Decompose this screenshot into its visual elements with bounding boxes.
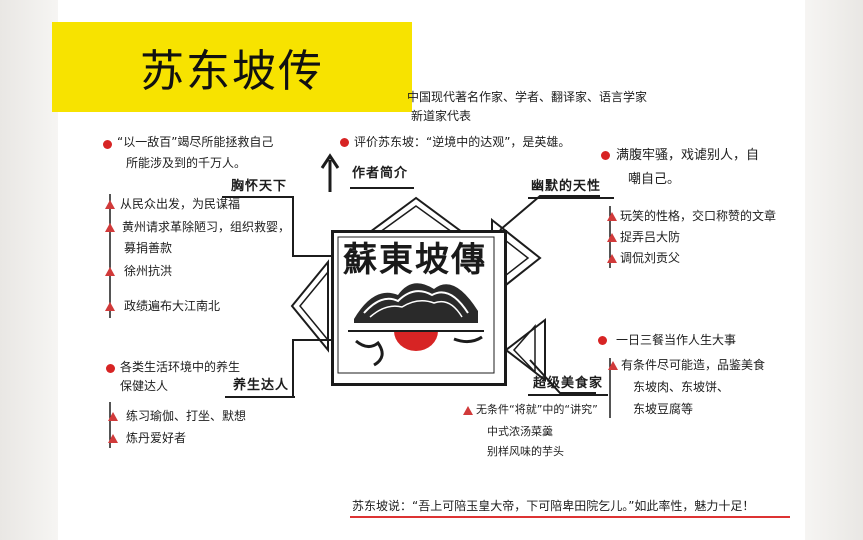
food-item: 东坡豆腐等 bbox=[633, 402, 694, 416]
branch-label-concern: 胸怀天下 bbox=[231, 179, 288, 194]
bullet-triangle-icon bbox=[108, 412, 118, 421]
food-item: 别样风味的芋头 bbox=[487, 445, 564, 458]
food-item: 无条件“将就”中的“讲究” bbox=[476, 403, 598, 416]
humor-lead: 嘲自己。 bbox=[628, 172, 681, 187]
page-title: 苏东坡传 bbox=[140, 46, 324, 97]
bullet-dot-icon bbox=[601, 151, 610, 160]
branch-underline-food bbox=[528, 394, 608, 396]
intro-item: 评价苏东坡：“逆境中的达观”，是英雄。 bbox=[354, 135, 571, 149]
bullet-triangle-icon bbox=[105, 223, 115, 232]
bullet-triangle-icon bbox=[105, 267, 115, 276]
branch-underline-intro bbox=[350, 187, 414, 189]
concern-item: 徐州抗洪 bbox=[124, 264, 173, 278]
concern-item: 黄州请求革除陋习，组织救婴， bbox=[122, 220, 291, 234]
food-lead: 一日三餐当作人生大事 bbox=[616, 333, 737, 347]
intro-item: 新道家代表 bbox=[411, 109, 472, 123]
food-item: 中式浓汤菜羹 bbox=[487, 425, 553, 438]
branch-label-food: 超级美食家 bbox=[533, 376, 604, 391]
bullet-dot-icon bbox=[103, 140, 112, 149]
branch-label-health: 养生达人 bbox=[233, 378, 290, 393]
concern-lead: 所能涉及到的千万人。 bbox=[126, 156, 247, 170]
branch-label-humor: 幽默的天性 bbox=[531, 179, 602, 194]
concern-item: 政绩遍布大江南北 bbox=[124, 299, 221, 313]
branch-underline-humor bbox=[528, 197, 614, 199]
humor-item: 捉弄吕大防 bbox=[620, 230, 681, 244]
concern-item: 募捐善款 bbox=[124, 241, 173, 255]
health-lead: 各类生活环境中的养生 bbox=[120, 360, 241, 374]
bullet-triangle-icon bbox=[607, 212, 617, 221]
bullet-dot-icon bbox=[598, 336, 607, 345]
bullet-triangle-icon bbox=[608, 361, 618, 370]
bullet-dot-icon bbox=[106, 364, 115, 373]
bullet-triangle-icon bbox=[105, 200, 115, 209]
quote-underline bbox=[350, 516, 790, 518]
bullet-dot-icon bbox=[340, 138, 349, 147]
bullet-triangle-icon bbox=[607, 254, 617, 263]
branch-underline-health bbox=[225, 396, 295, 398]
food-item: 东坡肉、东坡饼、 bbox=[633, 380, 730, 394]
bullet-triangle-icon bbox=[108, 434, 118, 443]
quote-text: 苏东坡说：“吾上可陪玉皇大帝，下可陪卑田院乞儿。”如此率性，魅力十足！ bbox=[352, 499, 755, 513]
health-item: 炼丹爱好者 bbox=[126, 431, 187, 445]
page-edge-left bbox=[0, 0, 58, 540]
concern-item: 从民众出发，为民谋福 bbox=[120, 197, 241, 211]
branch-label-intro: 作者简介 bbox=[352, 166, 409, 181]
humor-lead: 满腹牢骚，戏谑别人，自 bbox=[616, 148, 760, 163]
health-item: 练习瑜伽、打坐、默想 bbox=[126, 409, 247, 423]
center-seal-title: 蘇東坡傳 bbox=[343, 240, 487, 280]
bullet-triangle-icon bbox=[105, 302, 115, 311]
food-item: 有条件尽可能造，品鉴美食 bbox=[621, 358, 766, 372]
health-lead: 保健达人 bbox=[120, 379, 169, 393]
bullet-triangle-icon bbox=[463, 406, 473, 415]
humor-item: 调侃刘贡父 bbox=[620, 251, 681, 265]
humor-item: 玩笑的性格，交口称赞的文章 bbox=[620, 209, 777, 223]
branch-underline-concern bbox=[222, 196, 294, 198]
landscape-illustration bbox=[337, 236, 495, 374]
bullet-triangle-icon bbox=[607, 233, 617, 242]
intro-item: 中国现代著名作家、学者、翻译家、语言学家 bbox=[407, 90, 648, 104]
center-illustration bbox=[331, 230, 507, 386]
page-edge-right bbox=[805, 0, 863, 540]
title-banner: 苏东坡传 bbox=[52, 22, 412, 112]
concern-lead: “以一敌百”竭尽所能拯救自己 bbox=[117, 135, 274, 149]
